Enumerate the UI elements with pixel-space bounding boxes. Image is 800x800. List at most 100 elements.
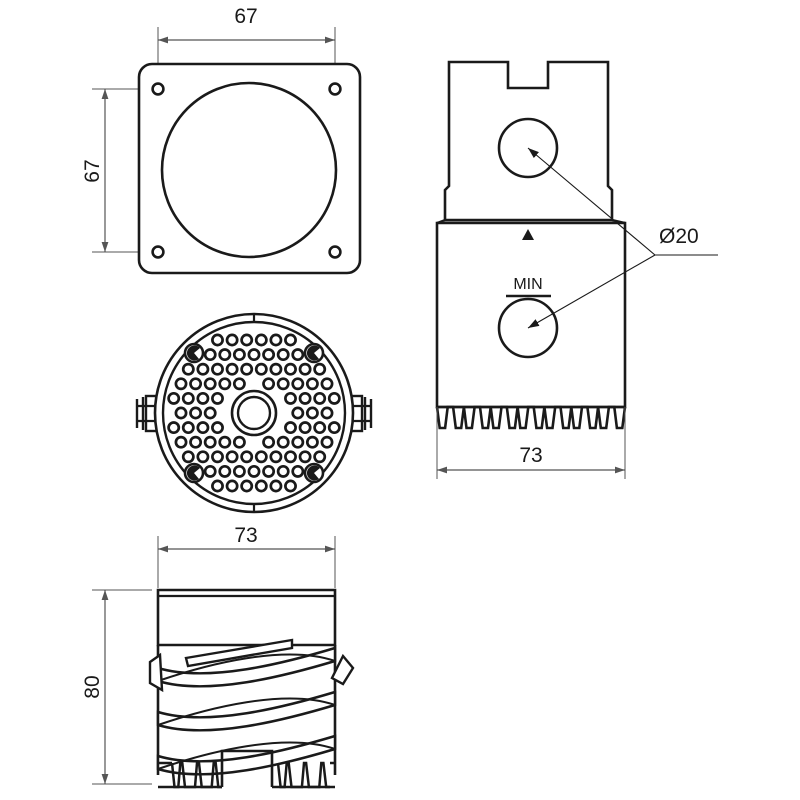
perforation-hole bbox=[320, 377, 334, 391]
thread-crest-arc bbox=[157, 653, 336, 682]
perforation-hole bbox=[298, 450, 312, 464]
base-tooth-profile bbox=[170, 761, 222, 789]
perforation-hole bbox=[276, 377, 290, 391]
dimension-80-front: 80 bbox=[81, 589, 152, 785]
view-front-elevation: 73 80 bbox=[81, 524, 355, 789]
mounting-hole bbox=[328, 82, 342, 96]
perforation-hole bbox=[189, 406, 203, 420]
base-bottom-line bbox=[158, 761, 335, 789]
thread-band bbox=[156, 690, 337, 732]
diameter-20-label: Ø20 bbox=[659, 225, 699, 248]
perforation-hole bbox=[247, 464, 261, 478]
perforation-hole bbox=[174, 435, 188, 449]
perforation-hole bbox=[327, 391, 341, 405]
dimension-73-front-label: 73 bbox=[234, 524, 257, 547]
disc-screw bbox=[183, 342, 205, 364]
perforation-hole bbox=[203, 464, 217, 478]
triangle-marker-icon bbox=[522, 229, 534, 240]
perforation-hole bbox=[262, 377, 276, 391]
perforation-hole bbox=[181, 391, 195, 405]
front-base-teeth bbox=[158, 749, 335, 789]
perforation-hole bbox=[218, 464, 232, 478]
perforation-hole bbox=[211, 391, 224, 405]
dimension-67-top-label: 67 bbox=[234, 5, 257, 28]
perforation-hole bbox=[284, 450, 297, 464]
side-toothed-edge bbox=[435, 405, 627, 430]
perforation-hole bbox=[284, 479, 297, 493]
disc-center-hole-inner bbox=[236, 395, 272, 431]
view-side-elevation: MIN Ø20 73 bbox=[435, 60, 718, 479]
perforation-hole bbox=[196, 362, 210, 376]
perforation-hole bbox=[211, 362, 224, 376]
thread-lug-left bbox=[148, 652, 164, 693]
perforation-hole bbox=[313, 421, 327, 435]
perforation-hole bbox=[181, 450, 195, 464]
perforation-hole bbox=[218, 377, 232, 391]
dimension-67-left: 67 bbox=[81, 88, 152, 253]
perforation-hole bbox=[276, 348, 290, 362]
perforation-hole bbox=[240, 333, 254, 347]
perforation-hole bbox=[232, 464, 246, 478]
thread-start-tab bbox=[184, 638, 294, 668]
perforation-hole bbox=[276, 435, 290, 449]
perforation-hole bbox=[254, 479, 268, 493]
perforation-hole bbox=[189, 435, 203, 449]
perforation-hole bbox=[225, 362, 239, 376]
perforation-hole bbox=[291, 377, 305, 391]
perforation-hole bbox=[254, 450, 268, 464]
perforation-hole bbox=[211, 450, 224, 464]
mounting-hole bbox=[328, 245, 342, 259]
perforation-hole bbox=[225, 479, 239, 493]
perforation-hole bbox=[181, 421, 195, 435]
perforation-hole bbox=[196, 421, 210, 435]
perforation-hole bbox=[313, 391, 327, 405]
perforation-hole bbox=[262, 435, 276, 449]
perforation-hole bbox=[269, 450, 283, 464]
perforation-hole bbox=[284, 333, 297, 347]
perforation-hole bbox=[276, 464, 290, 478]
perforation-hole bbox=[327, 421, 341, 435]
perforation-hole bbox=[298, 391, 312, 405]
disc-screw bbox=[303, 462, 325, 484]
perforation-hole bbox=[211, 479, 224, 493]
base-tooth-profile bbox=[276, 761, 330, 789]
diameter-20-leader: Ø20 bbox=[527, 147, 718, 329]
perforation-hole bbox=[218, 435, 232, 449]
perforation-hole bbox=[291, 348, 305, 362]
perforation-hole bbox=[284, 421, 297, 435]
perforation-hole bbox=[305, 377, 319, 391]
dimension-73-side: 73 bbox=[436, 407, 626, 479]
perforation-hole bbox=[174, 406, 188, 420]
perforation-hole bbox=[284, 362, 297, 376]
mounting-hole bbox=[151, 82, 165, 96]
perforation-hole bbox=[269, 333, 283, 347]
perforation-hole bbox=[232, 435, 246, 449]
mounting-hole bbox=[151, 245, 165, 259]
perforation-hole bbox=[262, 464, 276, 478]
perforation-hole bbox=[167, 391, 181, 405]
thread-crest-arc bbox=[157, 741, 336, 770]
perforation-hole bbox=[196, 391, 210, 405]
view-perforated-disc bbox=[135, 312, 373, 514]
perforation-hole bbox=[298, 362, 312, 376]
perforation-hole bbox=[218, 348, 232, 362]
perforation-hole bbox=[320, 435, 334, 449]
perforation-hole bbox=[284, 391, 297, 405]
perforation-hole bbox=[189, 377, 203, 391]
perforation-hole bbox=[203, 377, 217, 391]
perforation-hole bbox=[298, 421, 312, 435]
front-upper-cylinder bbox=[156, 588, 337, 647]
perforation-hole bbox=[291, 435, 305, 449]
thread-lug-right bbox=[330, 653, 355, 686]
perforation-hole bbox=[313, 362, 327, 376]
tooth-profile bbox=[435, 405, 627, 430]
perforation-hole bbox=[240, 450, 254, 464]
perforation-hole bbox=[174, 377, 188, 391]
perforation-hole bbox=[254, 333, 268, 347]
perforation-hole bbox=[203, 406, 217, 420]
dimension-80-front-label: 80 bbox=[81, 675, 104, 698]
perforation-hole bbox=[254, 362, 268, 376]
perforation-hole bbox=[203, 348, 217, 362]
disc-screw bbox=[303, 342, 325, 364]
